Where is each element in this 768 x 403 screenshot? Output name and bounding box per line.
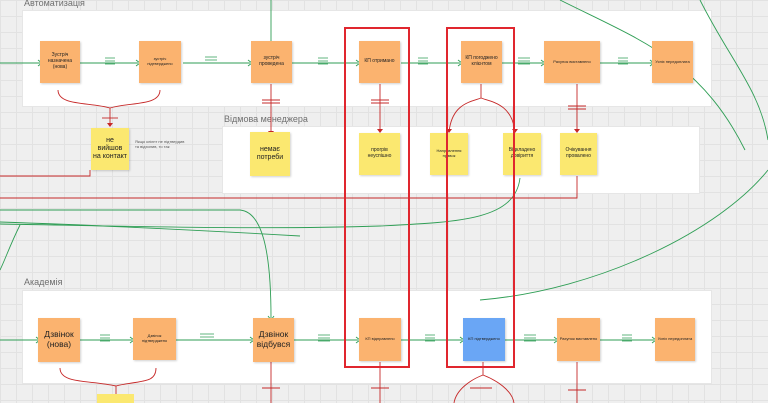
stage-meeting-held[interactable]: зустріч проведена bbox=[251, 41, 292, 83]
academy-call-held[interactable]: Дзвінок відбувся bbox=[253, 318, 294, 362]
section-label-automation: Автоматизація bbox=[24, 0, 85, 8]
section-label-refusal: Відмова менеджера bbox=[224, 114, 308, 124]
refusal-trust-postponed[interactable]: Відкладено довіриття bbox=[503, 133, 541, 175]
academy-call-confirmed[interactable]: Дзвінок підтверджено bbox=[133, 318, 176, 360]
refusal-no-contact[interactable]: не вийшов на контакт bbox=[91, 128, 129, 170]
refusal-no-need[interactable]: немає потреби bbox=[250, 132, 290, 176]
stage-offer-received[interactable]: КП отримано bbox=[359, 41, 400, 83]
refusal-warmup-failed[interactable]: прогрів неуспішно bbox=[359, 133, 400, 175]
academy-invoice-issued[interactable]: Рахунок виставлено bbox=[557, 318, 600, 361]
stage-meeting-scheduled[interactable]: Зустріч назначена (нова) bbox=[40, 41, 80, 83]
refusal-edits-sent[interactable]: Направлення правок bbox=[430, 133, 468, 175]
section-label-academy: Академія bbox=[24, 277, 63, 287]
stage-invoice-issued[interactable]: Рахунок виставлено bbox=[544, 41, 600, 83]
academy-success-prepayment[interactable]: Успіх передоплата bbox=[655, 318, 695, 361]
academy-call-new[interactable]: Дзвінок (нова) bbox=[38, 318, 80, 362]
highlight-offer-approved-column bbox=[446, 27, 515, 368]
highlight-offer-received-column bbox=[344, 27, 410, 368]
stage-offer-approved[interactable]: КП погоджено клієнтом bbox=[461, 41, 502, 83]
academy-offer-sent[interactable]: КП відправлено bbox=[359, 318, 401, 361]
refusal-waiting-failed[interactable]: Очікування провалено bbox=[560, 133, 597, 175]
academy-refusal-partial[interactable] bbox=[97, 394, 134, 403]
refusal-no-contact-note: Якщо клієнт не підтвердив та відхилив, т… bbox=[135, 139, 185, 149]
academy-offer-confirmed[interactable]: КП підтверджено bbox=[463, 318, 505, 361]
stage-meeting-confirmed[interactable]: зустріч підтверджено bbox=[139, 41, 181, 83]
stage-success-prepayment[interactable]: Успіх передоплата bbox=[652, 41, 693, 83]
